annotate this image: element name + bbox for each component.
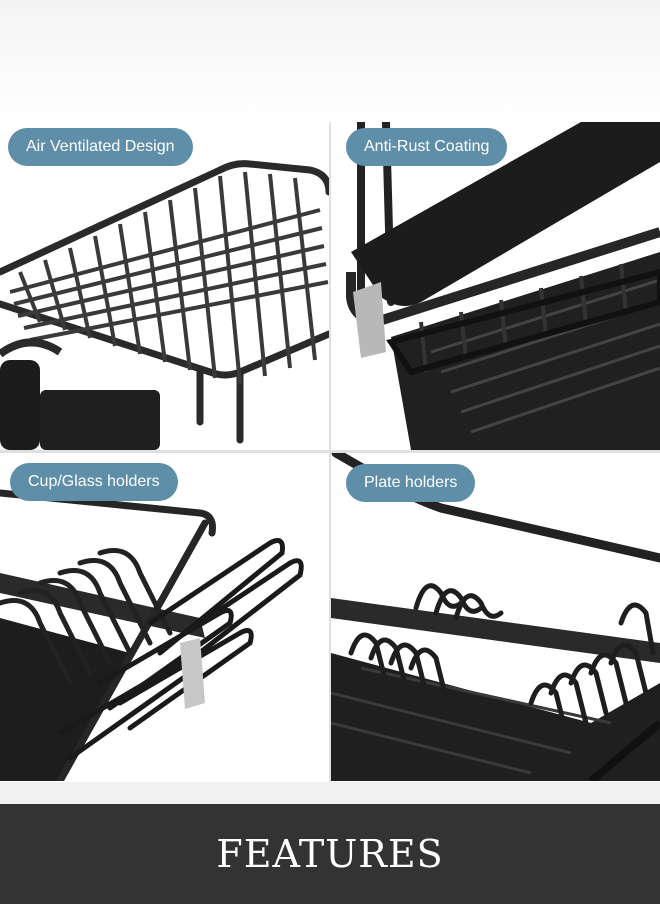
basket-illustration	[0, 160, 329, 450]
panel-cup-glass: Cup/Glass holders	[0, 453, 329, 781]
footer-banner: FEATURES	[0, 804, 660, 904]
panel-air-ventilated: Air Ventilated Design	[0, 122, 329, 450]
panel-anti-rust: Anti-Rust Coating	[331, 122, 660, 450]
horizontal-divider	[0, 450, 660, 453]
cup-holder-illustration	[0, 489, 304, 781]
tray-illustration	[346, 122, 660, 450]
anti-rust-label: Anti-Rust Coating	[346, 128, 508, 166]
cup-glass-label: Cup/Glass holders	[10, 463, 178, 501]
bottom-strip	[0, 782, 660, 804]
air-ventilated-label: Air Ventilated Design	[8, 128, 193, 166]
plate-holders-label: Plate holders	[346, 464, 476, 502]
top-band	[0, 0, 660, 122]
features-title: FEATURES	[216, 832, 444, 876]
panel-plate-holders: Plate holders	[331, 453, 660, 781]
plate-holder-illustration	[331, 453, 660, 781]
